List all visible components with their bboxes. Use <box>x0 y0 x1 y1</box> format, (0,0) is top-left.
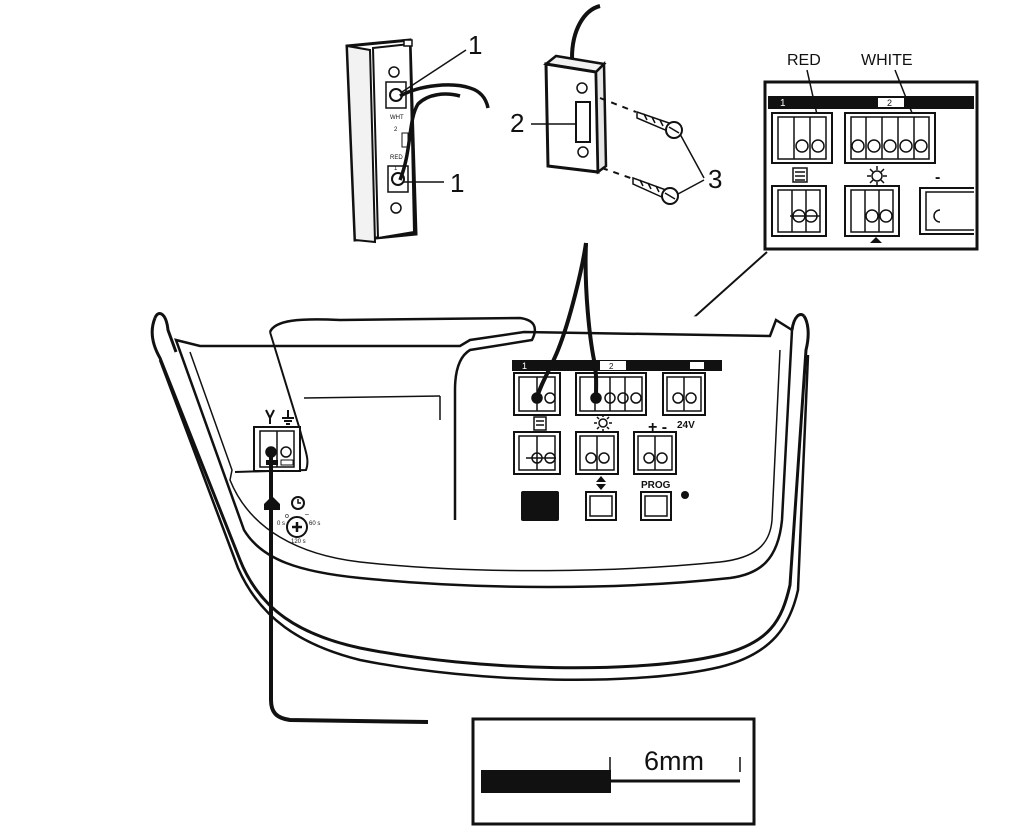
wire-red <box>535 242 588 399</box>
callout-2: 2 <box>510 108 524 138</box>
up-down-icon <box>596 476 606 490</box>
board-terminal-panel: 1 2 + - 24V <box>512 360 722 521</box>
timer-label-o: o <box>285 513 289 520</box>
sensor-module: WHT 2 RED 1 1 1 <box>345 30 490 244</box>
timer-label-0: 0 s <box>277 521 285 527</box>
light-icon <box>867 166 887 186</box>
screw-hole-icon <box>576 82 588 94</box>
screw-icon <box>636 110 683 139</box>
board-num-1: 1 <box>522 361 527 371</box>
screw-icon <box>632 176 679 205</box>
sensor-unit: 2 3 <box>510 4 722 205</box>
zoom-label-white: WHITE <box>861 52 913 69</box>
ground-icon <box>282 410 294 425</box>
zoom-num-2: 2 <box>887 98 892 108</box>
zoom-minus: - <box>935 169 940 186</box>
timer-icon <box>291 496 305 510</box>
prog-label: PROG <box>641 480 671 491</box>
antenna-icon <box>265 409 275 424</box>
terminal-zoom-inset: RED WHITE 1 2 <box>763 52 979 251</box>
callout-1-top: 1 <box>468 30 482 60</box>
photocell-icon <box>792 167 808 183</box>
zoom-label-red: RED <box>787 52 821 69</box>
callout-3: 3 <box>708 164 722 194</box>
light-icon <box>594 414 612 432</box>
battery-icon <box>690 362 704 369</box>
screw-hole-icon <box>390 202 402 214</box>
display-window <box>521 491 559 521</box>
zoom-num-1: 1 <box>780 98 786 109</box>
timer-label-60: 60 s <box>309 521 320 527</box>
board-num-2: 2 <box>609 362 614 371</box>
screw-hole-icon <box>388 66 400 78</box>
label-1: 1 <box>394 166 398 172</box>
strip-length-label: 6mm <box>644 746 704 776</box>
photocell-icon <box>533 416 547 431</box>
wire-white <box>583 242 599 399</box>
timer-label-dash: – <box>305 511 309 518</box>
antenna-wire <box>269 452 429 724</box>
label-2: 2 <box>394 127 398 133</box>
timer-label-120: 120 s <box>291 539 306 545</box>
board-24v: 24V <box>677 420 695 431</box>
status-led <box>681 491 689 499</box>
label-red: RED <box>390 155 403 161</box>
callout-1-bottom: 1 <box>450 168 464 198</box>
strip-length-gauge: 6mm <box>471 717 756 826</box>
label-wht: WHT <box>390 115 404 121</box>
screw-hole-icon <box>577 146 589 158</box>
